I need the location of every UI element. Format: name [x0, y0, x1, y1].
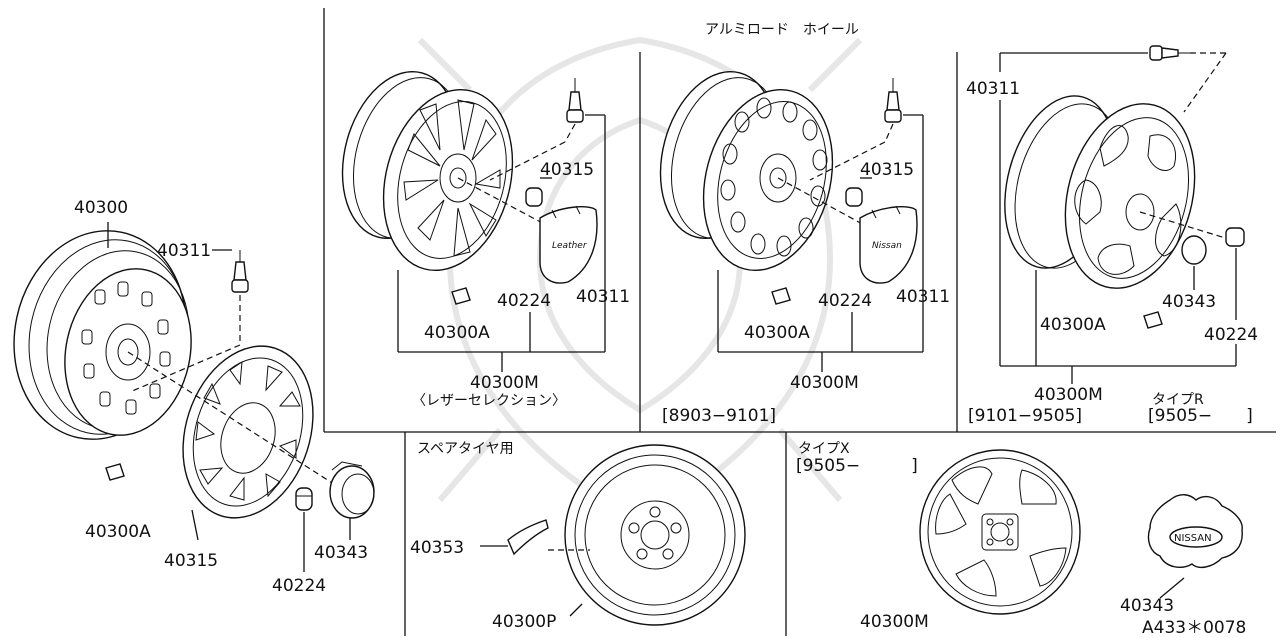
alloy-wheel-9101-illustration: [1004, 95, 1196, 289]
label-40300p: 40300P: [492, 612, 556, 632]
standard-wheel-group: [13, 222, 375, 572]
spare-label-illustration: [507, 519, 549, 556]
period-8903-9101: [8903−9101]: [662, 406, 776, 426]
center-cap-illustration: [329, 461, 375, 519]
cap-9101-illustration: [1181, 235, 1207, 265]
label-40300m-leather: 40300M: [470, 373, 539, 393]
label-40300m-type-x: 40300M: [860, 612, 929, 632]
label-40300a-8903: 40300A: [744, 323, 810, 343]
label-40300m-9101: 40300M: [1034, 385, 1103, 405]
type-x-title: タイプX: [798, 441, 850, 457]
label-40224-9101: 40224: [1204, 325, 1258, 345]
balance-weight-leather-illustration: [451, 287, 471, 305]
spare-tire-title: スペアタイヤ用: [417, 441, 514, 457]
label-40311-9101: 40311: [966, 79, 1020, 99]
type-x-period: [9505− ]: [796, 456, 918, 476]
wheel-cover-illustration: [182, 345, 314, 519]
valve-stem-leather-illustration: [566, 78, 584, 123]
alloy-8903-9101-group: Nissan: [659, 70, 924, 372]
balance-weight-illustration: [105, 463, 125, 481]
alloy-9101-9505-group: [999, 45, 1245, 384]
ornament-leather-illustration: Leather: [539, 205, 598, 284]
type-x-group: [919, 449, 1243, 615]
spare-wheel-illustration: [564, 444, 746, 626]
section-frames: [323, 8, 1276, 636]
svg-text:Leather: Leather: [552, 241, 588, 251]
balance-weight-9101-illustration: [1143, 311, 1163, 329]
label-40343-standard: 40343: [314, 543, 368, 563]
spare-tire-group: [480, 444, 746, 626]
label-40311-leather: 40311: [576, 287, 630, 307]
type-r-period: [9505− ]: [1148, 406, 1253, 426]
leather-selection-note: 〈レザーセレクション〉: [412, 393, 566, 409]
text-labels: 40300 40311 40300A 40315 40224 40343 アルミ…: [74, 22, 1258, 638]
label-40300m-8903: 40300M: [790, 373, 859, 393]
label-40300a-leather: 40300A: [424, 323, 490, 343]
label-40311-standard: 40311: [157, 241, 211, 261]
label-40315-leather: 40315: [540, 160, 594, 180]
label-40353: 40353: [410, 538, 464, 558]
label-40300: 40300: [74, 198, 128, 218]
label-40343-type-x: 40343: [1120, 596, 1174, 616]
label-40311-8903: 40311: [896, 287, 950, 307]
label-40300a-9101: 40300A: [1040, 315, 1106, 335]
balance-weight-8903-illustration: [771, 287, 791, 305]
valve-stem-8903-illustration: [884, 78, 902, 123]
nut-leather-illustration: [525, 187, 543, 207]
type-x-wheel-illustration: [919, 449, 1081, 615]
label-40224-8903: 40224: [818, 291, 872, 311]
period-9101-9505: [9101−9505]: [968, 406, 1082, 426]
valve-stem-illustration: [231, 250, 249, 293]
alloy-leather-selection-group: Leather: [341, 70, 606, 372]
svg-text:Nissan: Nissan: [872, 241, 902, 251]
alloy-header: アルミロード ホイール: [705, 22, 859, 38]
label-40224-leather: 40224: [497, 291, 551, 311]
ornament-8903-illustration: Nissan: [859, 205, 918, 284]
label-40224-standard: 40224: [272, 576, 326, 596]
label-40300a-standard: 40300A: [85, 522, 151, 542]
steel-wheel-illustration: [13, 230, 192, 440]
nissan-cap-logo: NISSAN: [1174, 533, 1212, 544]
diagram-id: A433＊0078: [1142, 618, 1246, 638]
alloy-wheel-8903-illustration: [659, 70, 834, 272]
type-x-cap-illustration: [1147, 494, 1243, 569]
label-40315-8903: 40315: [860, 160, 914, 180]
alloy-wheel-leather-illustration: [341, 70, 514, 272]
type-r-label: タイプR: [1152, 392, 1204, 408]
valve-stem-9101-illustration: [1149, 45, 1190, 61]
label-40315-standard: 40315: [164, 551, 218, 571]
nut-illustration: [295, 487, 313, 511]
nut-8903-illustration: [845, 187, 863, 207]
nut-9101-illustration: [1225, 227, 1245, 247]
label-40343-9101: 40343: [1162, 292, 1216, 312]
